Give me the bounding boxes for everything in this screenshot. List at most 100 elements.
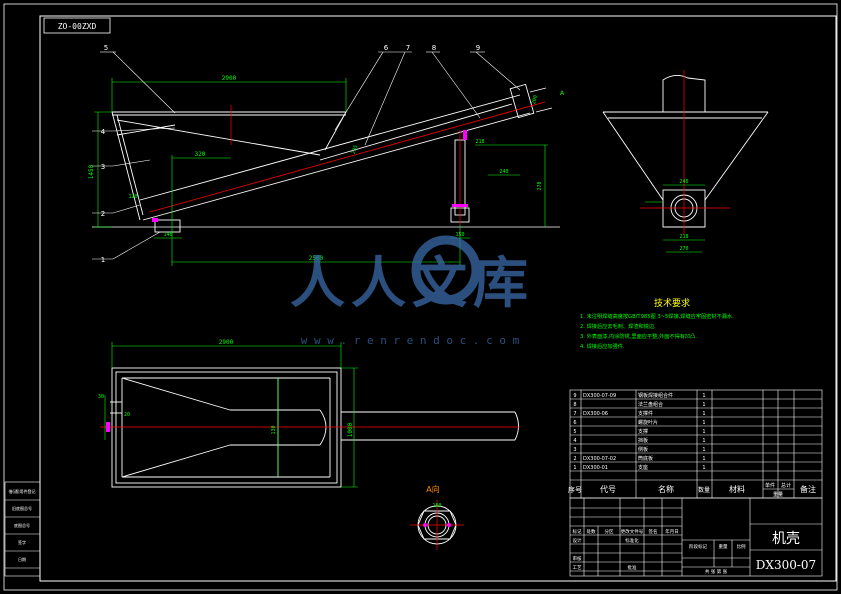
title-block (569, 497, 823, 577)
tb-check: 审核 (573, 555, 582, 562)
tb-weight: 重量 (719, 543, 728, 550)
hatch-mark (447, 523, 451, 527)
bom-rows: 9 DX300-07-09 钢板焊接组合件 1 8 法兰盘组合 1 7 DX30… (573, 392, 705, 471)
plan-dim-20: 20 (124, 412, 130, 418)
bom-name: 挡板 (638, 437, 648, 444)
outer-border (3, 3, 838, 591)
callout-2: 2 (101, 210, 105, 218)
bom-name: 钢板焊接组合件 (638, 392, 673, 399)
watermark-url: w w w . r e n r e n d o c . c o m (301, 334, 520, 347)
bom-code: DX300-07-09 (583, 393, 616, 399)
bom-code: DX300-01 (583, 465, 608, 471)
bom-name: 螺旋叶片 (638, 419, 658, 426)
tb-label: 分区 (605, 528, 614, 535)
front-centerline (149, 101, 546, 213)
drawing-title: 机壳 (772, 530, 800, 547)
tb-approve: 批准 (628, 564, 637, 571)
bom-header: 序号 代号 名称 数量 材料 单件 总计 重量 备注 (568, 482, 816, 498)
bom-qty: 1 (702, 393, 705, 399)
hatch-mark (463, 130, 467, 140)
callout-7: 7 (406, 44, 410, 52)
dim-200: 200 (531, 95, 539, 105)
bom-header-weight: 重量 (773, 491, 783, 498)
stamp-label: 日期 (18, 556, 26, 562)
bom-code: DX300-06 (583, 411, 608, 417)
bom-seq: 7 (573, 411, 576, 417)
dim-218: 218 (475, 139, 484, 145)
side-dim-270: 270 (679, 246, 688, 252)
bom-qty: 1 (702, 429, 705, 435)
notes-title: 技术要求 (654, 297, 690, 309)
bom-header-seq: 序号 (568, 485, 582, 494)
plan-dim-130: 130 (271, 425, 277, 434)
dim-top-length: 2900 (222, 75, 237, 82)
side-stamp-labels: 借(通)用件登记 旧底图总号 底图总号 签字 日期 (8, 488, 35, 562)
dim-140: 140 (163, 232, 172, 238)
hatch-mark (106, 422, 110, 432)
bom-name: 法兰盘组合 (638, 401, 663, 408)
bom-name: 支座 (638, 464, 648, 471)
bom-name: 支撑 (638, 428, 648, 435)
tb-design: 设计 (573, 537, 582, 544)
bom-header-qty: 数量 (698, 486, 710, 494)
bom-seq: 1 (573, 465, 576, 471)
bom-qty: 1 (702, 402, 705, 408)
bom-seq: 4 (573, 438, 576, 444)
callout-3: 3 (101, 163, 105, 171)
tb-label: 年月日 (665, 528, 679, 535)
side-dim-218: 218 (679, 234, 688, 240)
stamp-label: 底图总号 (14, 522, 30, 528)
dim-235: 235 (351, 144, 360, 155)
bom-header-name: 名称 (658, 484, 674, 494)
watermark: 人人文库 w w w . r e n r e n d o c . c o m (290, 235, 534, 347)
tb-label: 更改文件号 (621, 528, 644, 535)
bom-qty: 1 (702, 438, 705, 444)
bom-name: 支撑件 (638, 410, 653, 417)
bom-seq: 3 (573, 447, 576, 453)
bom-seq: 6 (573, 420, 576, 426)
callout-8: 8 (432, 44, 436, 52)
arrow-a-label: A (560, 90, 565, 97)
callout-1: 1 (101, 256, 105, 264)
side-stamp (4, 481, 41, 577)
bom-header-code: 代号 (600, 484, 616, 494)
plan-dim-30: 30 (98, 394, 104, 400)
callout-4: 4 (101, 128, 106, 136)
drawing-number: DX300-07 (756, 558, 816, 572)
leader-lines (92, 51, 521, 260)
bom-header-single: 单件 (765, 482, 775, 489)
plan-view (110, 367, 519, 488)
stamp-label: 旧底图总号 (12, 505, 32, 511)
drawing-code-text: ZO-00ZXD (58, 22, 97, 31)
hatch-mark (452, 204, 468, 207)
view-a-dim-160: 160 (432, 503, 441, 509)
note-item: 3. 外表面漆,内涂防锈,里面应平整,外面不得有凹凸. (580, 332, 697, 340)
bom-name: 侧板 (638, 446, 648, 453)
bom-header-material: 材料 (729, 484, 745, 494)
side-dimension-lines (645, 184, 705, 253)
dim-bottom-length: 2500 (309, 255, 324, 262)
bom-qty: 1 (702, 465, 705, 471)
drawing-code-box: ZO-00ZXD (43, 17, 111, 34)
watermark-text: 人人文库 (290, 251, 534, 315)
dim-270: 270 (537, 181, 543, 190)
tb-process: 工艺 (573, 565, 582, 571)
bom-seq: 2 (573, 456, 576, 462)
tb-label: 签名 (649, 528, 658, 535)
dim-height: 1450 (88, 164, 95, 179)
bom-header-total: 总计 (781, 482, 791, 489)
callout-6: 6 (384, 44, 389, 52)
bom-qty: 1 (702, 456, 705, 462)
bom-seq: 8 (573, 402, 576, 408)
note-item: 2. 焊接后应去毛刺、焊渣和锐边. (580, 322, 656, 330)
stamp-label: 借(通)用件登记 (8, 488, 35, 494)
tb-scale: 比例 (737, 543, 746, 550)
tb-standard: 标准化 (625, 537, 639, 544)
bom-header-remark: 备注 (800, 484, 816, 494)
dim-120: 120 (128, 194, 137, 200)
bom-code: DX300-07-02 (583, 456, 616, 462)
stamp-label: 签字 (18, 539, 26, 545)
tb-sheet: 共 张 第 张 (705, 568, 728, 575)
